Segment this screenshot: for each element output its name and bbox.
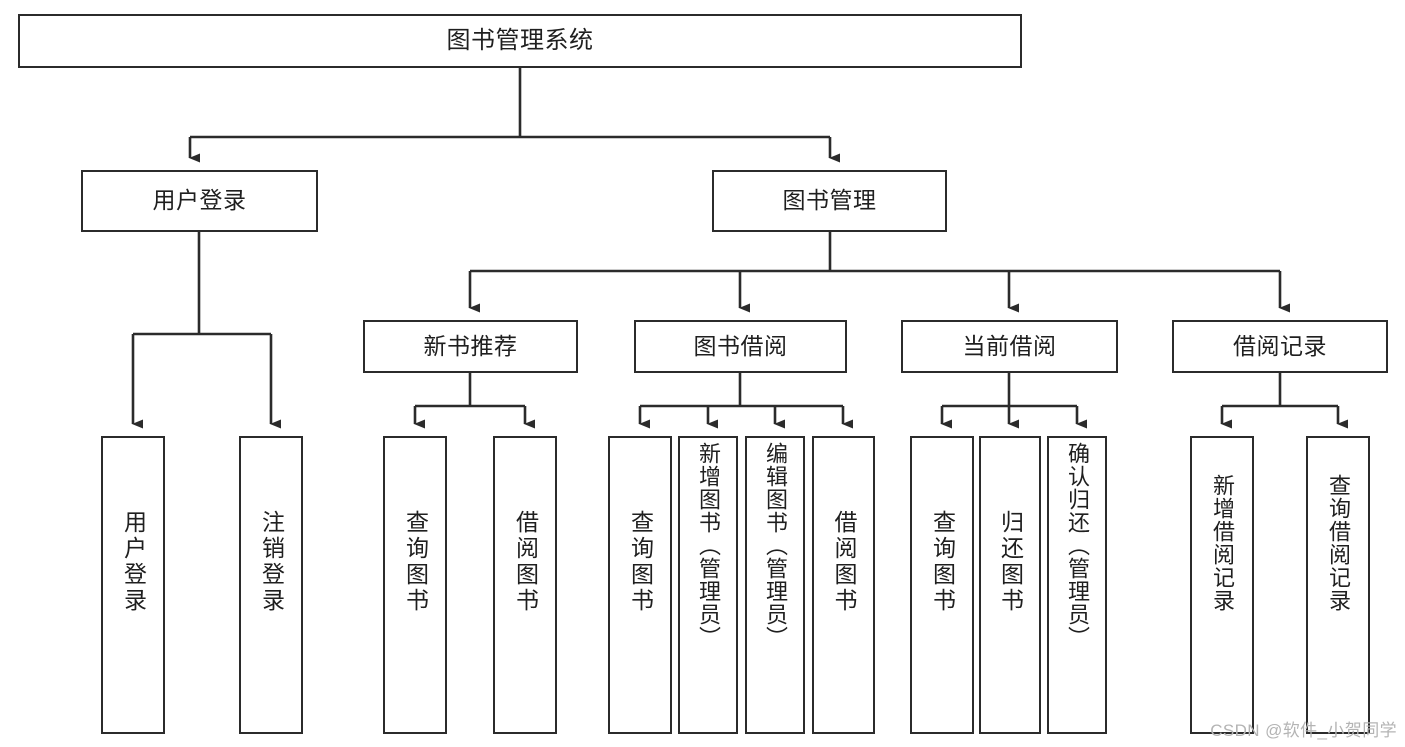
node-leaf-user-login[interactable]: 用户登录 — [101, 436, 165, 734]
node-new-book-rec-label: 新书推荐 — [423, 332, 518, 359]
node-leaf-add-record-label: 新增借阅记录 — [1210, 474, 1235, 612]
node-user-login[interactable]: 用户登录 — [81, 170, 318, 232]
node-leaf-return-book[interactable]: 归还图书 — [979, 436, 1041, 734]
node-leaf-add-record[interactable]: 新增借阅记录 — [1190, 436, 1254, 734]
node-new-book-rec[interactable]: 新书推荐 — [363, 320, 578, 373]
node-book-manage-label: 图书管理 — [782, 187, 877, 214]
node-borrow-record[interactable]: 借阅记录 — [1172, 320, 1388, 373]
node-leaf-borrow-book-2-label: 借阅图书 — [831, 510, 857, 614]
node-current-borrow-label: 当前借阅 — [962, 332, 1057, 359]
node-leaf-query-book-2-label: 查询图书 — [627, 510, 654, 614]
node-leaf-logout[interactable]: 注销登录 — [239, 436, 303, 734]
node-leaf-return-book-label: 归还图书 — [997, 510, 1024, 614]
node-book-manage[interactable]: 图书管理 — [712, 170, 947, 232]
node-user-login-label: 用户登录 — [152, 187, 247, 214]
node-leaf-logout-label: 注销登录 — [258, 510, 285, 614]
node-leaf-borrow-book-2[interactable]: 借阅图书 — [812, 436, 875, 734]
node-leaf-edit-book-label: 编辑图书（管理员） — [763, 442, 788, 649]
node-root-label: 图书管理系统 — [446, 26, 594, 54]
node-leaf-query-book-3-label: 查询图书 — [929, 510, 956, 614]
node-leaf-edit-book[interactable]: 编辑图书（管理员） — [745, 436, 805, 734]
node-leaf-query-record-label: 查询借阅记录 — [1326, 474, 1351, 612]
node-leaf-confirm-return[interactable]: 确认归还（管理员） — [1047, 436, 1107, 734]
node-leaf-query-book-3[interactable]: 查询图书 — [910, 436, 974, 734]
node-leaf-add-book[interactable]: 新增图书（管理员） — [678, 436, 738, 734]
node-leaf-borrow-book-1[interactable]: 借阅图书 — [493, 436, 557, 734]
node-leaf-add-book-label: 新增图书（管理员） — [696, 442, 721, 649]
node-root[interactable]: 图书管理系统 — [18, 14, 1022, 68]
node-leaf-user-login-label: 用户登录 — [120, 510, 147, 614]
node-leaf-query-record[interactable]: 查询借阅记录 — [1306, 436, 1370, 734]
node-leaf-query-book-2[interactable]: 查询图书 — [608, 436, 672, 734]
node-leaf-query-book-1-label: 查询图书 — [402, 510, 429, 614]
node-leaf-query-book-1[interactable]: 查询图书 — [383, 436, 447, 734]
node-book-borrow[interactable]: 图书借阅 — [634, 320, 847, 373]
node-leaf-confirm-return-label: 确认归还（管理员） — [1065, 442, 1090, 649]
node-current-borrow[interactable]: 当前借阅 — [901, 320, 1118, 373]
node-book-borrow-label: 图书借阅 — [693, 332, 788, 359]
node-leaf-borrow-book-1-label: 借阅图书 — [512, 510, 539, 614]
node-borrow-record-label: 借阅记录 — [1233, 332, 1327, 359]
csdn-watermark: CSDN @软件_小贺同学 — [1210, 721, 1397, 740]
